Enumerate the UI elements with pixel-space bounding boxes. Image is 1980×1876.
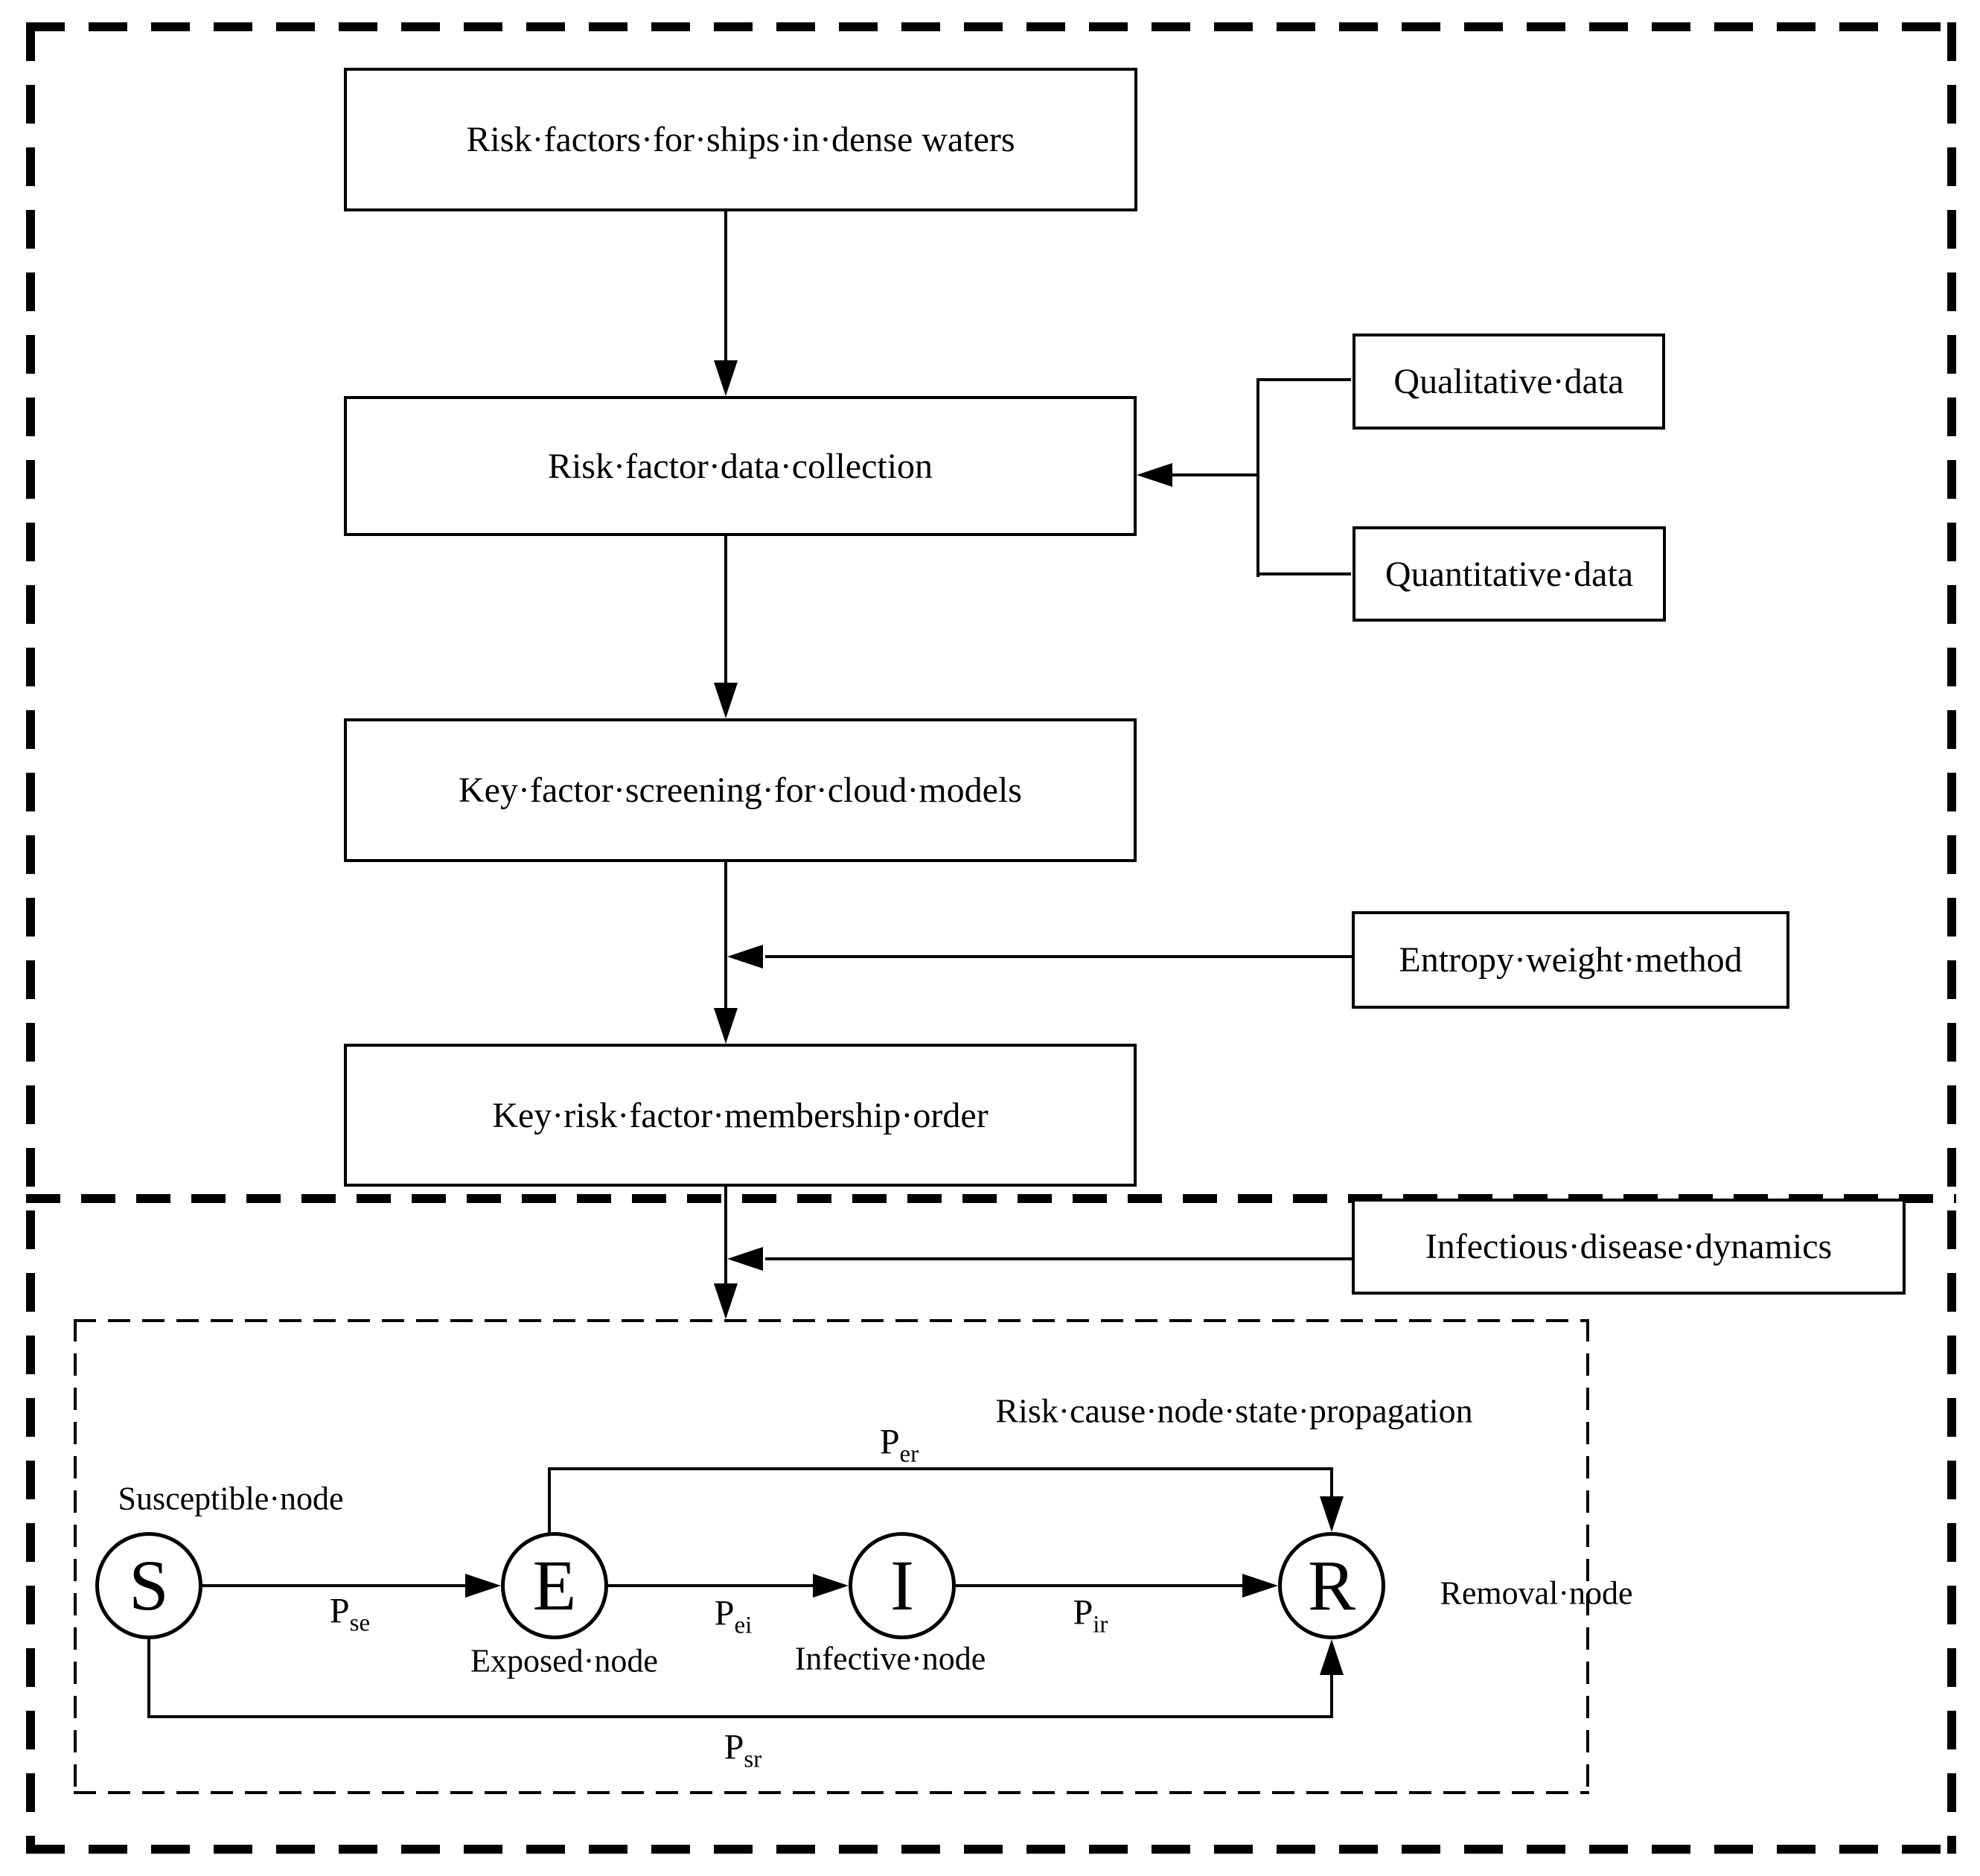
bracket-qualitative-line — [1258, 378, 1351, 381]
er-bypass-down-line — [1330, 1467, 1333, 1499]
box-data-collection-label: Risk·factor·data·collection — [547, 446, 933, 486]
p-se-sub: se — [349, 1609, 371, 1637]
seir-boundary-left — [74, 1319, 77, 1794]
sr-bypass-up-line — [1330, 1674, 1333, 1717]
box-membership-order: Key·risk·factor·membership·order — [344, 1044, 1137, 1187]
node-I-letter: I — [890, 1545, 914, 1625]
label-p-ir: Pir — [1073, 1592, 1108, 1639]
p-ei-sub: ei — [734, 1612, 753, 1639]
arrowhead-into-seir-box — [714, 1283, 738, 1319]
label-p-ei: Pei — [714, 1593, 753, 1639]
se-arrow-line — [202, 1584, 467, 1587]
p-er-sub: er — [899, 1440, 919, 1468]
outer-border-top — [26, 22, 1956, 31]
arrowhead-er-into-R — [1320, 1496, 1344, 1532]
outer-border-bottom — [26, 1845, 1956, 1854]
label-p-sr: Psr — [724, 1727, 762, 1773]
ei-arrow-line — [608, 1584, 814, 1587]
ir-arrow-line — [956, 1584, 1244, 1587]
connector-box1-box2 — [724, 211, 727, 366]
entropy-connector-line — [765, 955, 1352, 958]
box-entropy-weight-label: Entropy·weight·method — [1399, 940, 1743, 980]
arrowhead-ir — [1242, 1574, 1278, 1598]
label-exposed-node: Exposed·node — [470, 1642, 658, 1679]
er-bypass-horizontal-line — [548, 1467, 1333, 1470]
p-se-main: P — [329, 1591, 350, 1631]
sr-bypass-horizontal-line — [147, 1715, 1333, 1718]
seir-boundary-top — [74, 1319, 1589, 1322]
arrowhead-entropy — [727, 945, 763, 969]
seir-boundary-right — [1586, 1319, 1589, 1794]
box-risk-factors-label: Risk·factors·for·ships·in·dense waters — [466, 120, 1015, 159]
outer-border-right — [1947, 22, 1956, 1854]
arrowhead-ei — [813, 1574, 849, 1598]
node-S: S — [95, 1532, 202, 1639]
box-qualitative-data: Qualitative·data — [1353, 334, 1665, 430]
arrowhead-into-box4-top — [714, 1008, 738, 1044]
sr-bypass-down-line — [147, 1639, 150, 1718]
box-infectious-dynamics-label: Infectious·disease·dynamics — [1425, 1227, 1833, 1266]
box-data-collection: Risk·factor·data·collection — [344, 396, 1137, 536]
label-susceptible-node: Susceptible·node — [118, 1480, 344, 1517]
node-E-letter: E — [532, 1545, 577, 1625]
connector-box2-box3 — [724, 536, 727, 689]
arrowhead-into-box3-top — [714, 683, 738, 718]
bracket-quantitative-line — [1258, 572, 1351, 575]
p-sr-sub: sr — [744, 1746, 762, 1773]
arrowhead-infectious — [727, 1247, 763, 1271]
box-quantitative-data: Quantitative·data — [1353, 526, 1666, 622]
arrowhead-into-box2-right — [1137, 463, 1172, 487]
connector-box4-seir — [724, 1187, 727, 1288]
box-key-factor-screening: Key·factor·screening·for·cloud·models — [344, 718, 1137, 862]
infectious-connector-line — [765, 1257, 1352, 1260]
box-qualitative-data-label: Qualitative·data — [1393, 362, 1624, 401]
node-E: E — [501, 1532, 608, 1639]
p-ir-main: P — [1073, 1592, 1093, 1633]
arrowhead-sr-into-R — [1320, 1639, 1344, 1675]
box-key-factor-screening-label: Key·factor·screening·for·cloud·models — [459, 770, 1022, 810]
box-entropy-weight: Entropy·weight·method — [1352, 911, 1789, 1009]
connector-box3-box4 — [724, 862, 727, 1014]
p-sr-main: P — [724, 1727, 744, 1767]
box-membership-order-label: Key·risk·factor·membership·order — [492, 1095, 989, 1135]
arrowhead-se — [465, 1574, 501, 1598]
label-p-er: Per — [879, 1422, 919, 1468]
node-R: R — [1278, 1532, 1385, 1639]
node-R-letter: R — [1307, 1545, 1356, 1625]
bracket-into-box2-line — [1171, 473, 1258, 476]
node-S-letter: S — [129, 1545, 169, 1625]
er-bypass-up-line — [548, 1467, 551, 1534]
arrowhead-into-box2-top — [714, 360, 738, 396]
label-infective-node: Infective·node — [794, 1640, 986, 1677]
node-I: I — [849, 1532, 956, 1639]
seir-caption: Risk·cause·node·state·propagation — [995, 1391, 1473, 1430]
p-ei-main: P — [714, 1593, 735, 1633]
p-ir-sub: ir — [1093, 1611, 1108, 1639]
p-er-main: P — [879, 1422, 900, 1462]
bracket-vertical — [1256, 378, 1259, 577]
box-infectious-dynamics: Infectious·disease·dynamics — [1352, 1199, 1906, 1295]
box-quantitative-data-label: Quantitative·data — [1385, 554, 1634, 594]
label-removal-node: Removal·node — [1440, 1574, 1633, 1612]
label-p-se: Pse — [329, 1591, 370, 1637]
seir-boundary-bottom — [74, 1791, 1589, 1794]
outer-border-left — [26, 22, 35, 1854]
box-risk-factors: Risk·factors·for·ships·in·dense waters — [344, 68, 1137, 211]
